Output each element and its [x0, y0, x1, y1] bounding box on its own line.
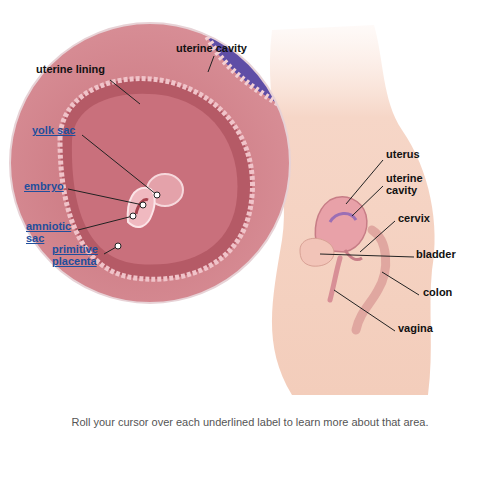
leader-line	[382, 272, 419, 295]
part-label: colon	[423, 286, 493, 298]
uterine-cavity-shape	[330, 213, 356, 222]
magnifier-rim	[10, 23, 290, 303]
linked-part-label: embryo	[24, 180, 84, 192]
part-label: uterine lining	[36, 63, 126, 75]
leader-line	[78, 216, 133, 230]
part-label: uterine cavity	[176, 42, 266, 54]
part-label: uterine cavity	[386, 172, 438, 196]
blood-vessel	[228, 278, 252, 302]
part-label: bladder	[416, 248, 496, 260]
leader-dot	[130, 213, 136, 219]
linked-part-label: yolk sac	[32, 124, 92, 136]
caption-text: Roll your cursor over each underlined la…	[0, 416, 500, 428]
leader-line	[360, 221, 395, 252]
embryo-shape	[136, 200, 148, 214]
leader-line	[208, 56, 214, 72]
amniotic-sac-shape	[128, 188, 155, 227]
linked-part-label: primitive placenta	[52, 243, 108, 267]
leader-line	[334, 290, 395, 331]
leader-line	[346, 160, 383, 204]
leader-dot	[154, 192, 160, 198]
leader-lines	[68, 56, 419, 331]
leader-dot	[140, 202, 146, 208]
vagina-shape	[330, 258, 340, 300]
part-label: cervix	[398, 212, 478, 224]
sac-interior	[72, 94, 238, 265]
part-label: uterus	[386, 148, 466, 160]
linked-part-label: amniotic sac	[26, 220, 78, 244]
part-label: vagina	[398, 322, 478, 334]
leader-line	[352, 186, 383, 216]
bladder-shape	[300, 238, 334, 266]
uterine-lining-tissue	[5, 20, 300, 310]
leader-line	[110, 80, 140, 104]
leader-dot	[115, 243, 121, 249]
leader-line	[68, 189, 143, 205]
leader-line	[320, 254, 414, 257]
body-silhouette	[270, 25, 435, 395]
leader-line	[82, 135, 157, 195]
